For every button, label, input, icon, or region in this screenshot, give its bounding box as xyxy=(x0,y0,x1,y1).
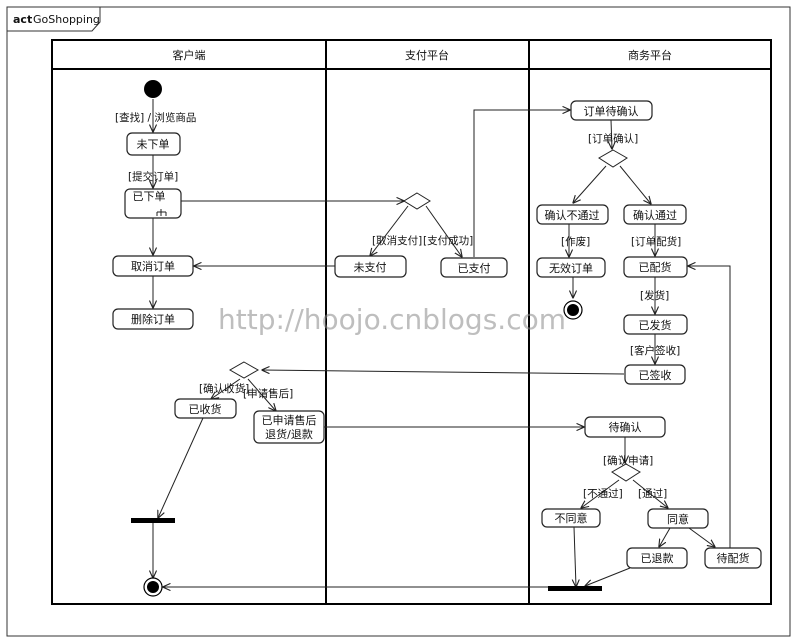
node-order-pending-label: 订单待确认 xyxy=(584,104,639,118)
guard-customer-sign: [客户签收] xyxy=(630,344,680,357)
node-no-order-label: 未下单 xyxy=(137,138,170,151)
frame-keyword: act xyxy=(13,13,32,26)
flow-decision-to-paid xyxy=(425,205,462,257)
flow-refunded-to-join xyxy=(585,567,631,586)
node-after-sale-label-line2: 退货/退款 xyxy=(265,427,313,441)
initial-node xyxy=(144,80,162,98)
watermark: http://hoojo.cnblogs.com xyxy=(218,303,566,336)
guard-confirm-apply: [确认申请] xyxy=(603,454,653,467)
node-shipped-label: 已发货 xyxy=(639,318,672,332)
join-bar-business xyxy=(548,586,602,591)
node-pending-confirm-box xyxy=(584,416,666,438)
flow-decision-to-disagree xyxy=(581,479,620,508)
guard-cancel-pay: [取消支付] xyxy=(372,234,422,247)
node-refunded-box xyxy=(626,547,688,569)
swimlane-container xyxy=(51,39,772,605)
flow-decision-to-unpaid xyxy=(370,205,409,256)
guard-order-ship: [订单配货] xyxy=(631,235,681,248)
guard-pass: [通过] xyxy=(638,487,667,500)
node-paid-box xyxy=(440,257,508,278)
node-signed-label: 已签收 xyxy=(639,368,672,382)
call-behavior-icon xyxy=(156,209,167,216)
flow-received-to-join xyxy=(158,417,204,518)
node-confirm-passed-box xyxy=(623,204,687,225)
node-cancel-order-box xyxy=(112,255,194,277)
node-no-order-box xyxy=(126,132,181,156)
flow-decision-to-confirm-failed xyxy=(573,165,607,203)
node-ordered-box xyxy=(124,188,182,219)
node-disagree-label: 不同意 xyxy=(555,511,588,525)
node-refunded-label: 已退款 xyxy=(641,551,674,565)
guard-apply-after-sale: [申请售后] xyxy=(243,387,293,400)
flow-decision-to-after-sale xyxy=(247,378,276,411)
guard-browse: [查找] / 浏览商品 xyxy=(115,111,196,124)
node-received-box xyxy=(174,398,237,419)
node-unpaid-label: 未支付 xyxy=(354,261,387,274)
node-agree-label: 同意 xyxy=(667,512,689,526)
guard-order-confirm: [订单确认] xyxy=(588,132,638,145)
join-bar-client xyxy=(131,518,175,523)
node-pending-confirm-label: 待确认 xyxy=(609,420,642,434)
guard-confirm-receive: [确认收货] xyxy=(199,382,249,395)
node-paid-label: 已支付 xyxy=(458,262,491,275)
node-shipped-box xyxy=(623,314,688,335)
node-disagree-box xyxy=(541,508,601,528)
node-after-sale-box xyxy=(253,410,325,444)
flow-decision-to-received xyxy=(211,378,241,399)
node-to-ship-label: 待配货 xyxy=(717,551,750,565)
decision-apply xyxy=(611,463,641,482)
flow-agree-to-refunded xyxy=(659,527,671,547)
flow-paid-to-order-pending xyxy=(473,110,570,257)
node-to-ship-box xyxy=(704,547,762,569)
node-invalid-order-box xyxy=(536,257,606,278)
node-received-label: 已收货 xyxy=(189,402,222,416)
flow-decision-to-agree xyxy=(632,479,668,508)
frame-name-tab xyxy=(7,6,101,32)
node-ordered-label: 已下单 xyxy=(133,190,166,203)
flow-agree-to-to-ship xyxy=(688,527,715,547)
node-shipping-ready-box xyxy=(623,256,688,278)
final-node-main-dot xyxy=(147,581,159,593)
node-agree-box xyxy=(647,508,709,529)
node-delete-order-box xyxy=(112,308,194,330)
node-after-sale-label-line1: 已申请售后 xyxy=(262,413,317,427)
flow-signed-to-client-decision xyxy=(262,370,625,375)
final-node-void-dot xyxy=(567,304,579,316)
guard-submit-order: [提交订单] xyxy=(128,170,178,183)
lane-title-client: 客户端 xyxy=(173,48,206,62)
decision-after-receive xyxy=(228,361,260,379)
node-unpaid-box xyxy=(334,255,407,278)
decision-order-confirm xyxy=(598,149,628,168)
lane-title-payment: 支付平台 xyxy=(405,48,449,62)
flow-to-ship-to-shipping xyxy=(688,266,731,548)
node-confirm-failed-label: 确认不通过 xyxy=(545,209,600,222)
frame-name: GoShopping xyxy=(33,13,100,26)
guard-pay-success: [支付成功] xyxy=(423,234,473,247)
guard-not-pass: [不通过] xyxy=(583,487,623,500)
guard-void: [作废] xyxy=(561,235,590,248)
flow-decision-to-confirm-passed xyxy=(619,165,651,204)
node-confirm-failed-box xyxy=(536,204,609,225)
flow-disagree-to-join xyxy=(574,526,576,587)
guard-ship: [发货] xyxy=(640,289,669,302)
node-shipping-ready-label: 已配货 xyxy=(639,260,672,274)
decision-payment xyxy=(403,192,431,210)
lane-title-business: 商务平台 xyxy=(628,48,672,62)
node-invalid-order-label: 无效订单 xyxy=(549,261,593,275)
node-delete-order-label: 删除订单 xyxy=(131,312,175,326)
node-signed-box xyxy=(624,364,686,385)
node-order-pending-box xyxy=(570,100,653,121)
node-confirm-passed-label: 确认通过 xyxy=(633,209,677,222)
node-cancel-order-label: 取消订单 xyxy=(131,259,175,273)
flow-pending-to-confirm-decision xyxy=(611,119,612,149)
